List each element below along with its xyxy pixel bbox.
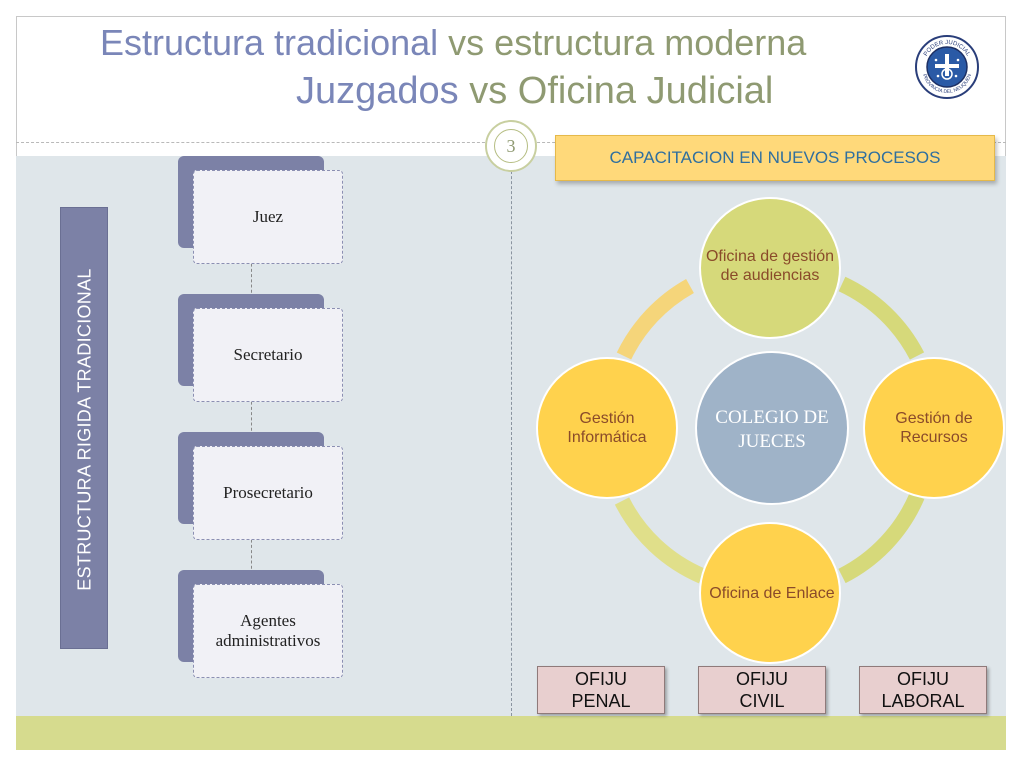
slide-number: 3 [494,129,528,163]
hierarchy-connector [251,524,252,574]
hierarchy-card-label: Secretario [233,345,303,364]
title-line-2-part-2: vs [469,70,518,112]
ofiju-line-2: CIVIL [739,691,785,711]
cycle-arc-top-right [838,276,925,360]
hierarchy-card-label: Agentes administrativos [215,611,321,650]
traditional-structure-label-text: ESTRUCTURA RIGIDA TRADICIONAL [74,267,95,591]
judicial-seal-logo: PODER JUDICIAL PROVINCIA DEL NEUQUEN [915,35,979,99]
node-right-label: Gestión de Recursos [895,410,973,446]
center-label: COLEGIO DE JUECES [715,407,829,452]
ofiju-line-2: LABORAL [881,691,965,711]
node-circle-bottom [699,522,841,664]
node-circle-right [863,357,1005,499]
center-divider [511,156,512,716]
hierarchy-card-juez: Juez [193,170,343,264]
node-top-label: Oficina de gestión de audiencias [705,248,835,284]
title-line-1-part-2: vs [448,22,495,63]
ofiju-line-1: OFIJU [575,669,627,689]
title-line-2-part-3: Oficina Judicial [517,70,774,112]
title-line-1-part-1: Estructura tradicional [100,22,449,63]
hierarchy-card-prosecretario: Prosecretario [193,446,343,540]
cycle-diagram [536,197,1005,664]
training-banner: CAPACITACION EN NUEVOS PROCESOS [555,135,995,181]
hierarchy-connector [251,248,252,298]
ofiju-line-2: PENAL [571,691,631,711]
title-line-1-part-3: estructura moderna [494,22,807,63]
title-area: Estructura tradicional vs estructura mod… [0,0,1024,140]
title-line-2: Juzgados vs Oficina Judicial [296,70,773,113]
node-left-label: Gestión Informática [567,410,647,446]
hierarchy-card-label: Prosecretario [223,483,313,502]
hierarchy-card-agentes: Agentes administrativos [193,584,343,678]
traditional-structure-label-box: ESTRUCTURA RIGIDA TRADICIONAL [60,207,108,649]
cycle-arc-top-left [616,279,695,360]
node-circle-top [699,197,841,339]
node-bottom-label: Oficina de Enlace [709,584,835,602]
node-circle-left [536,357,678,499]
hierarchy-card-secretario: Secretario [193,308,343,402]
slide-number-badge: 3 [485,120,537,172]
hierarchy-connector [251,386,252,436]
training-banner-text: CAPACITACION EN NUEVOS PROCESOS [609,148,941,167]
cycle-arc-bottom-left [614,497,706,584]
ofiju-line-1: OFIJU [896,669,949,689]
title-line-1: Estructura tradicional vs estructura mod… [100,22,806,64]
cycle-arc-bottom-right [838,492,925,584]
ofiju-line-1: OFIJU [736,669,788,689]
center-circle [695,351,849,505]
bottom-band [16,716,1006,750]
hierarchy-card-label: Juez [252,207,284,226]
traditional-structure-label: ESTRUCTURA RIGIDA TRADICIONAL [61,208,109,650]
title-line-2-part-1: Juzgados [296,70,470,112]
